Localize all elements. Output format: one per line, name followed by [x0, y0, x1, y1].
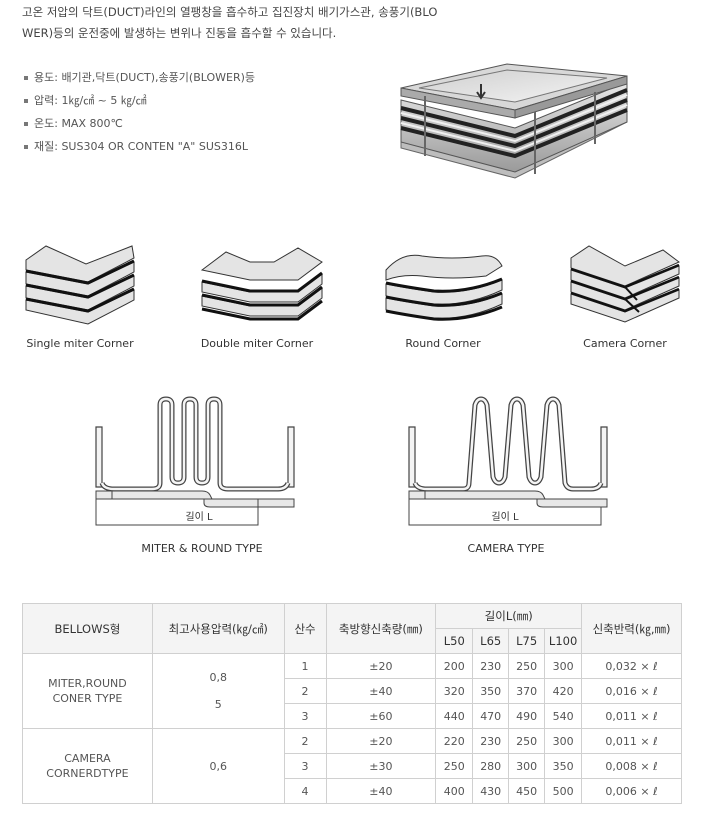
header-l100: L100 — [544, 628, 583, 654]
type-cell-miter-round: MITER,ROUND CONER TYPE — [22, 653, 153, 729]
camera-corner-label: Camera Corner — [583, 337, 667, 350]
header-l75: L75 — [508, 628, 546, 654]
double-miter-corner-label: Double miter Corner — [200, 337, 314, 350]
intro-line-2: WER)등의 운전중에 발생하는 변위나 진동을 흡수할 수 있습니다. — [22, 26, 337, 40]
spec-material: 재질: SUS304 OR CONTEN "A" SUS316L — [22, 135, 255, 158]
camera-length-label: 길이 L — [491, 512, 519, 523]
round-corner-diagram — [385, 254, 503, 321]
bellows-spec-table: BELLOWS형 최고사용압력(㎏/㎠) 산수 축방향신축량(㎜) 길이L(㎜)… — [22, 603, 682, 804]
double-miter-corner-diagram — [200, 247, 323, 321]
round-corner-label: Round Corner — [405, 337, 481, 350]
miter-round-length-label: 길이 L — [185, 512, 213, 523]
single-miter-corner-label: Single miter Corner — [26, 337, 134, 350]
header-l65: L65 — [472, 628, 510, 654]
spec-temperature: 온도: MAX 800℃ — [22, 112, 255, 135]
single-miter-corner-diagram — [25, 245, 135, 325]
header-type: BELLOWS형 — [22, 603, 153, 654]
header-force: 신축반력(㎏,㎜) — [581, 603, 682, 654]
header-l50: L50 — [435, 628, 474, 654]
header-length: 길이L(㎜) — [435, 603, 583, 629]
camera-type-profile — [408, 396, 608, 526]
pressure-cell-camera: 0,6 — [151, 728, 285, 804]
table-row: 3 ±60 440 470 490 540 0,011 × ℓ — [23, 703, 682, 729]
pressure-cell-miter-round: 0,8 5 — [151, 653, 285, 729]
header-pressure: 최고사용압력(㎏/㎠) — [151, 603, 285, 654]
table-row: 4 ±40 400 430 450 500 0,006 × ℓ — [23, 778, 682, 804]
miter-round-type-label: MITER & ROUND TYPE — [141, 542, 263, 555]
type-cell-camera: CAMERA CORNERDTYPE — [22, 728, 153, 804]
table-row: 2 ±40 320 350 370 420 0,016 × ℓ — [23, 678, 682, 704]
bellows-product-photo — [400, 63, 628, 179]
table-row: 3 ±30 250 280 300 350 0,008 × ℓ — [23, 753, 682, 779]
header-peaks: 산수 — [283, 603, 327, 654]
header-axial: 축방향신축량(㎜) — [325, 603, 437, 654]
intro-line-1: 고온 저압의 닥트(DUCT)라인의 열팽창을 흡수하고 집진장치 배기가스관,… — [22, 5, 438, 19]
table-row: MITER,ROUND CONER TYPE 0,8 5 1 ±20 200 2… — [22, 653, 682, 729]
table-row: CAMERA CORNERDTYPE 0,6 2 ±20 220 230 250… — [22, 728, 682, 804]
miter-round-type-profile — [95, 396, 295, 526]
camera-corner-diagram — [570, 245, 680, 323]
spec-list: 용도: 배기관,닥트(DUCT),송풍기(BLOWER)등 압력: 1㎏/㎠ ~… — [22, 66, 255, 158]
camera-type-label: CAMERA TYPE — [467, 542, 545, 555]
intro-text: 고온 저압의 닥트(DUCT)라인의 열팽창을 흡수하고 집진장치 배기가스관,… — [22, 2, 692, 44]
spec-pressure: 압력: 1㎏/㎠ ~ 5 ㎏/㎠ — [22, 89, 255, 112]
spec-usage: 용도: 배기관,닥트(DUCT),송풍기(BLOWER)등 — [22, 66, 255, 89]
